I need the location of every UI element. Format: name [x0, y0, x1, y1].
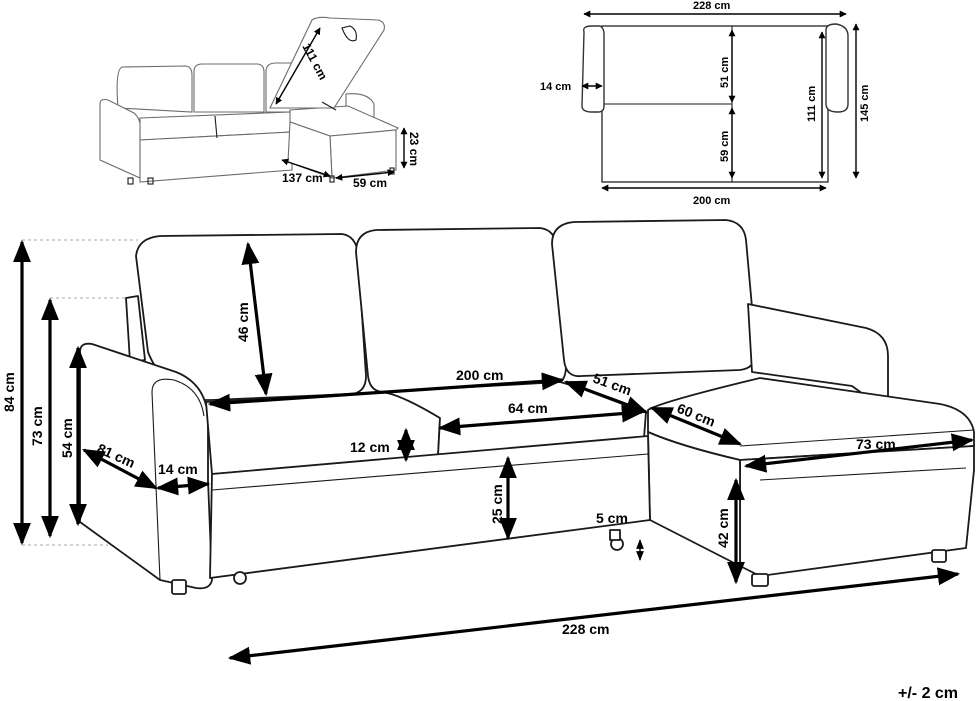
tolerance-label: +/- 2 cm — [898, 685, 958, 701]
plan-view: 228 cm 14 cm 51 cm 59 cm 111 cm 145 cm 2… — [540, 0, 871, 207]
arm-width-label: 14 cm — [158, 461, 198, 477]
total-height-label: 84 cm — [1, 372, 17, 412]
cushion-width-label: 64 cm — [508, 400, 548, 416]
small-chaise-height-label: 23 cm — [407, 132, 421, 166]
plan-total-width-label: 228 cm — [693, 0, 731, 12]
back-cushion-label: 46 cm — [235, 302, 251, 342]
seat-height-label: 25 cm — [489, 484, 505, 524]
cushion-thickness-label: 12 cm — [350, 439, 390, 455]
small-depth-label: 137 cm — [282, 171, 323, 185]
back-height-label: 73 cm — [29, 406, 45, 446]
small-chaise-width-label: 59 cm — [353, 176, 387, 190]
small-sofa-storage-view: 111 cm 137 cm 59 cm 23 cm — [99, 16, 421, 190]
chaise-length-label: 73 cm — [856, 436, 896, 452]
leg-height-label: 5 cm — [596, 510, 628, 526]
total-width-label: 228 cm — [562, 621, 609, 637]
plan-total-depth-label: 145 cm — [859, 84, 871, 122]
arm-height-label: 54 cm — [59, 418, 75, 458]
main-dimensions: 84 cm 73 cm 54 cm 46 cm 200 cm 51 cm 64 … — [1, 239, 975, 701]
plan-upper-label: 51 cm — [719, 57, 731, 88]
seat-width-label: 200 cm — [456, 367, 503, 383]
plan-arm-label: 14 cm — [540, 81, 571, 93]
chaise-height-label: 42 cm — [715, 508, 731, 548]
plan-inner-width-label: 200 cm — [693, 195, 731, 207]
main-sofa-drawing — [22, 219, 975, 595]
plan-inner-depth-label: 111 cm — [806, 86, 818, 122]
plan-lower-label: 59 cm — [719, 131, 731, 162]
